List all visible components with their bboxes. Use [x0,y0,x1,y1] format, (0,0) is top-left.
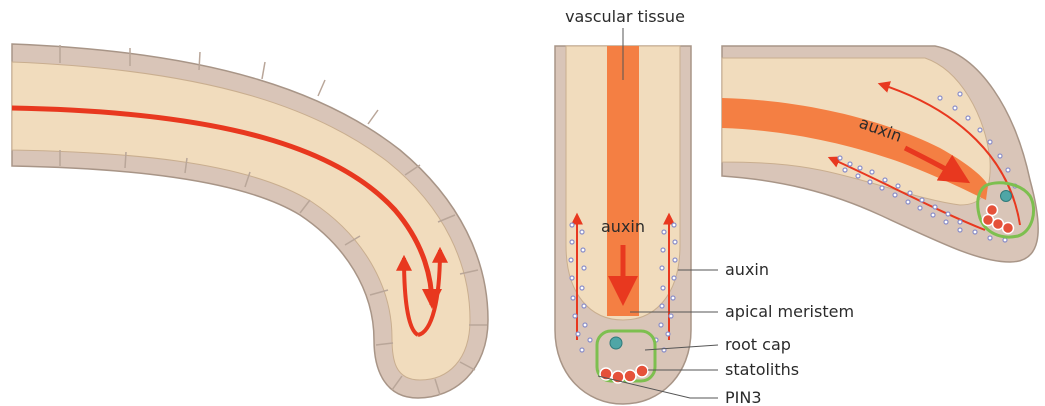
statolith [624,370,636,382]
statolith [1003,223,1014,234]
auxin-side-label: auxin [725,260,769,279]
root-cap-label: root cap [725,335,791,354]
panel-tilted-root: auxin [722,46,1038,262]
vascular-tissue-label: vascular tissue [565,7,685,26]
statoliths-label: statoliths [725,360,799,379]
pin3-label: PIN3 [725,388,762,406]
nucleus [610,337,622,349]
auxin-center-label: auxin [601,217,645,236]
statolith [636,365,648,377]
tilted-nucleus [1001,191,1012,202]
panel-bending-root [12,44,488,398]
apical-meristem-label: apical meristem [725,302,854,321]
panel-vertical-root: vascular tissue auxin [555,7,691,404]
